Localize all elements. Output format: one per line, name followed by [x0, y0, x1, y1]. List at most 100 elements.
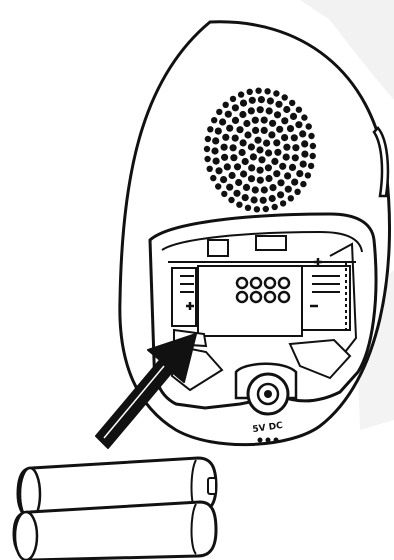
- speaker-hole: [256, 146, 263, 153]
- speaker-hole: [292, 154, 299, 161]
- speaker-hole: [212, 137, 219, 144]
- speaker-hole: [248, 164, 255, 171]
- speaker-hole: [251, 196, 258, 203]
- speaker-hole: [273, 90, 279, 96]
- speaker-hole: [271, 158, 278, 165]
- speaker-hole: [277, 179, 284, 186]
- speaker-hole: [254, 137, 261, 144]
- speaker-hole: [267, 97, 274, 104]
- speaker-hole: [204, 156, 210, 162]
- speaker-hole: [248, 143, 255, 150]
- speaker-hole: [230, 154, 237, 161]
- contact-hole: [279, 292, 289, 302]
- speaker-hole: [240, 100, 247, 107]
- speaker-hole: [310, 153, 316, 159]
- speaker-hole: [229, 172, 236, 179]
- speaker-hole: [228, 197, 234, 203]
- speaker-hole: [239, 149, 246, 156]
- speaker-hole: [225, 111, 232, 118]
- contact-hole: [237, 292, 247, 302]
- speaker-hole: [268, 131, 275, 138]
- speaker-hole: [252, 127, 259, 134]
- speaker-hole: [283, 144, 290, 151]
- speaker-hole: [223, 102, 229, 108]
- speaker-hole: [205, 136, 211, 142]
- speaker-hole: [236, 126, 243, 133]
- speaker-hole: [232, 117, 239, 124]
- speaker-hole: [273, 139, 280, 146]
- speaker-hole: [296, 107, 302, 113]
- speaker-hole: [274, 111, 281, 118]
- speaker-hole: [240, 139, 247, 146]
- speaker-hole: [265, 164, 272, 171]
- speaker-hole: [258, 96, 265, 103]
- speaker-hole: [283, 106, 290, 113]
- speaker-hole: [289, 164, 296, 171]
- speaker-hole: [243, 184, 250, 191]
- speaker-hole: [284, 172, 291, 179]
- speaker-hole: [210, 175, 216, 181]
- speaker-hole: [296, 170, 303, 177]
- speaker-hole: [221, 191, 227, 197]
- speaker-hole: [288, 195, 294, 201]
- speaker-hole: [235, 179, 242, 186]
- contact-hole: [251, 292, 261, 302]
- speaker-hole: [266, 107, 273, 114]
- speaker-hole: [220, 176, 227, 183]
- speaker-hole: [242, 194, 249, 201]
- speaker-hole: [257, 177, 264, 184]
- speaker-hole: [301, 114, 307, 120]
- speaker-hole: [224, 163, 231, 170]
- speaker-hole: [215, 128, 222, 135]
- speaker-hole: [310, 143, 316, 149]
- speaker-hole: [261, 117, 268, 124]
- speaker-hole: [230, 96, 236, 102]
- speaker-hole: [247, 89, 253, 95]
- speaker-hole: [257, 167, 264, 174]
- speaker-hole: [245, 205, 251, 211]
- speaker-hole: [281, 134, 288, 141]
- speaker-hole: [285, 186, 292, 193]
- speaker-hole: [239, 111, 246, 118]
- speaker-hole: [221, 144, 228, 151]
- speaker-hole: [211, 147, 218, 154]
- speaker-hole: [255, 88, 261, 94]
- speaker-hole: [226, 184, 233, 191]
- speaker-hole: [250, 153, 257, 160]
- speaker-hole: [234, 163, 241, 170]
- contact-hole: [279, 278, 289, 288]
- speaker-hole: [265, 149, 272, 156]
- speaker-hole: [211, 117, 217, 123]
- speaker-hole: [240, 170, 247, 177]
- speaker-hole: [258, 156, 265, 163]
- speaker-hole: [280, 200, 286, 206]
- speaker-hole: [252, 117, 259, 124]
- speaker-hole: [230, 144, 237, 151]
- speaker-hole: [232, 104, 239, 111]
- speaker-hole: [216, 109, 222, 115]
- speaker-hole: [257, 106, 264, 113]
- speaker-hole: [226, 125, 233, 132]
- speaker-hole: [301, 151, 308, 158]
- speaker-hole: [279, 163, 286, 170]
- port-label-dots: [258, 438, 279, 443]
- speaker-hole: [213, 158, 220, 165]
- speaker-hole: [260, 197, 267, 204]
- speaker-hole: [232, 135, 239, 142]
- speaker-hole: [207, 166, 213, 172]
- speaker-hole: [233, 190, 240, 197]
- speaker-hole: [287, 125, 294, 132]
- speaker-hole: [215, 183, 221, 189]
- speaker-hole: [261, 127, 268, 134]
- speaker-hole: [215, 167, 222, 174]
- speaker-hole: [254, 206, 260, 212]
- speaker-hole: [295, 121, 302, 128]
- speaker-hole: [292, 144, 299, 151]
- speaker-hole: [272, 204, 278, 210]
- speaker-hole: [273, 170, 280, 177]
- speaker-hole: [308, 163, 314, 169]
- speaker-hole: [289, 100, 295, 106]
- speaker-hole: [207, 126, 213, 132]
- speaker-hole: [274, 149, 281, 156]
